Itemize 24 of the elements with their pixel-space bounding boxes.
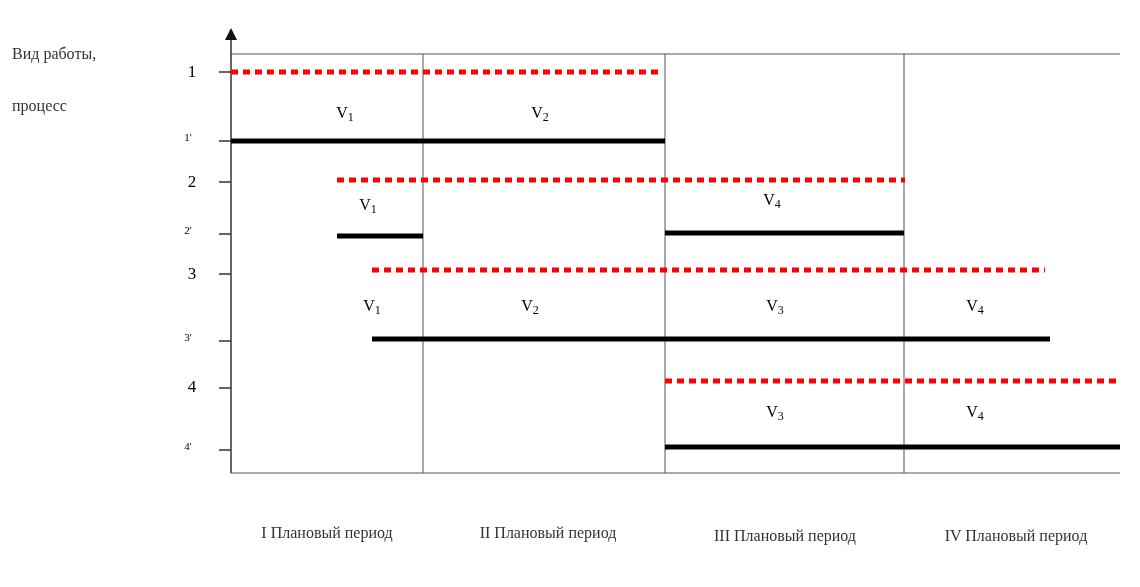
volume-label: V$_{3}$ bbox=[766, 296, 784, 318]
tick-label: 2 bbox=[187, 171, 197, 194]
tick-label: 2' bbox=[184, 222, 192, 238]
volume-label: V$_{2}$ bbox=[531, 103, 549, 125]
volume-label: V$_{4}$ bbox=[966, 402, 984, 424]
tick-label: 3 bbox=[187, 263, 197, 286]
period-label: I Плановый период bbox=[260, 522, 394, 544]
tick-label: 1 bbox=[187, 61, 197, 84]
tick-label: 4' bbox=[184, 438, 192, 454]
volume-label: V$_{3}$ bbox=[766, 402, 784, 424]
volume-label: V$_{2}$ bbox=[521, 296, 539, 318]
period-label: II Плановый период bbox=[478, 522, 618, 544]
volume-label: V$_{1}$ bbox=[363, 296, 381, 318]
period-label: IV Плановый период bbox=[943, 525, 1089, 547]
axis-title: процесс bbox=[12, 96, 67, 117]
volume-label: V$_{1}$ bbox=[336, 103, 354, 125]
volume-label: V$_{4}$ bbox=[763, 190, 781, 212]
volume-label: V$_{1}$ bbox=[359, 195, 377, 217]
tick-label: 1' bbox=[184, 129, 192, 145]
tick-label: 3' bbox=[184, 329, 192, 345]
volume-label: V$_{4}$ bbox=[966, 296, 984, 318]
period-label: III Плановый период bbox=[713, 525, 857, 547]
axis-title: Вид работы, bbox=[12, 44, 97, 65]
tick-label: 4 bbox=[187, 376, 197, 399]
